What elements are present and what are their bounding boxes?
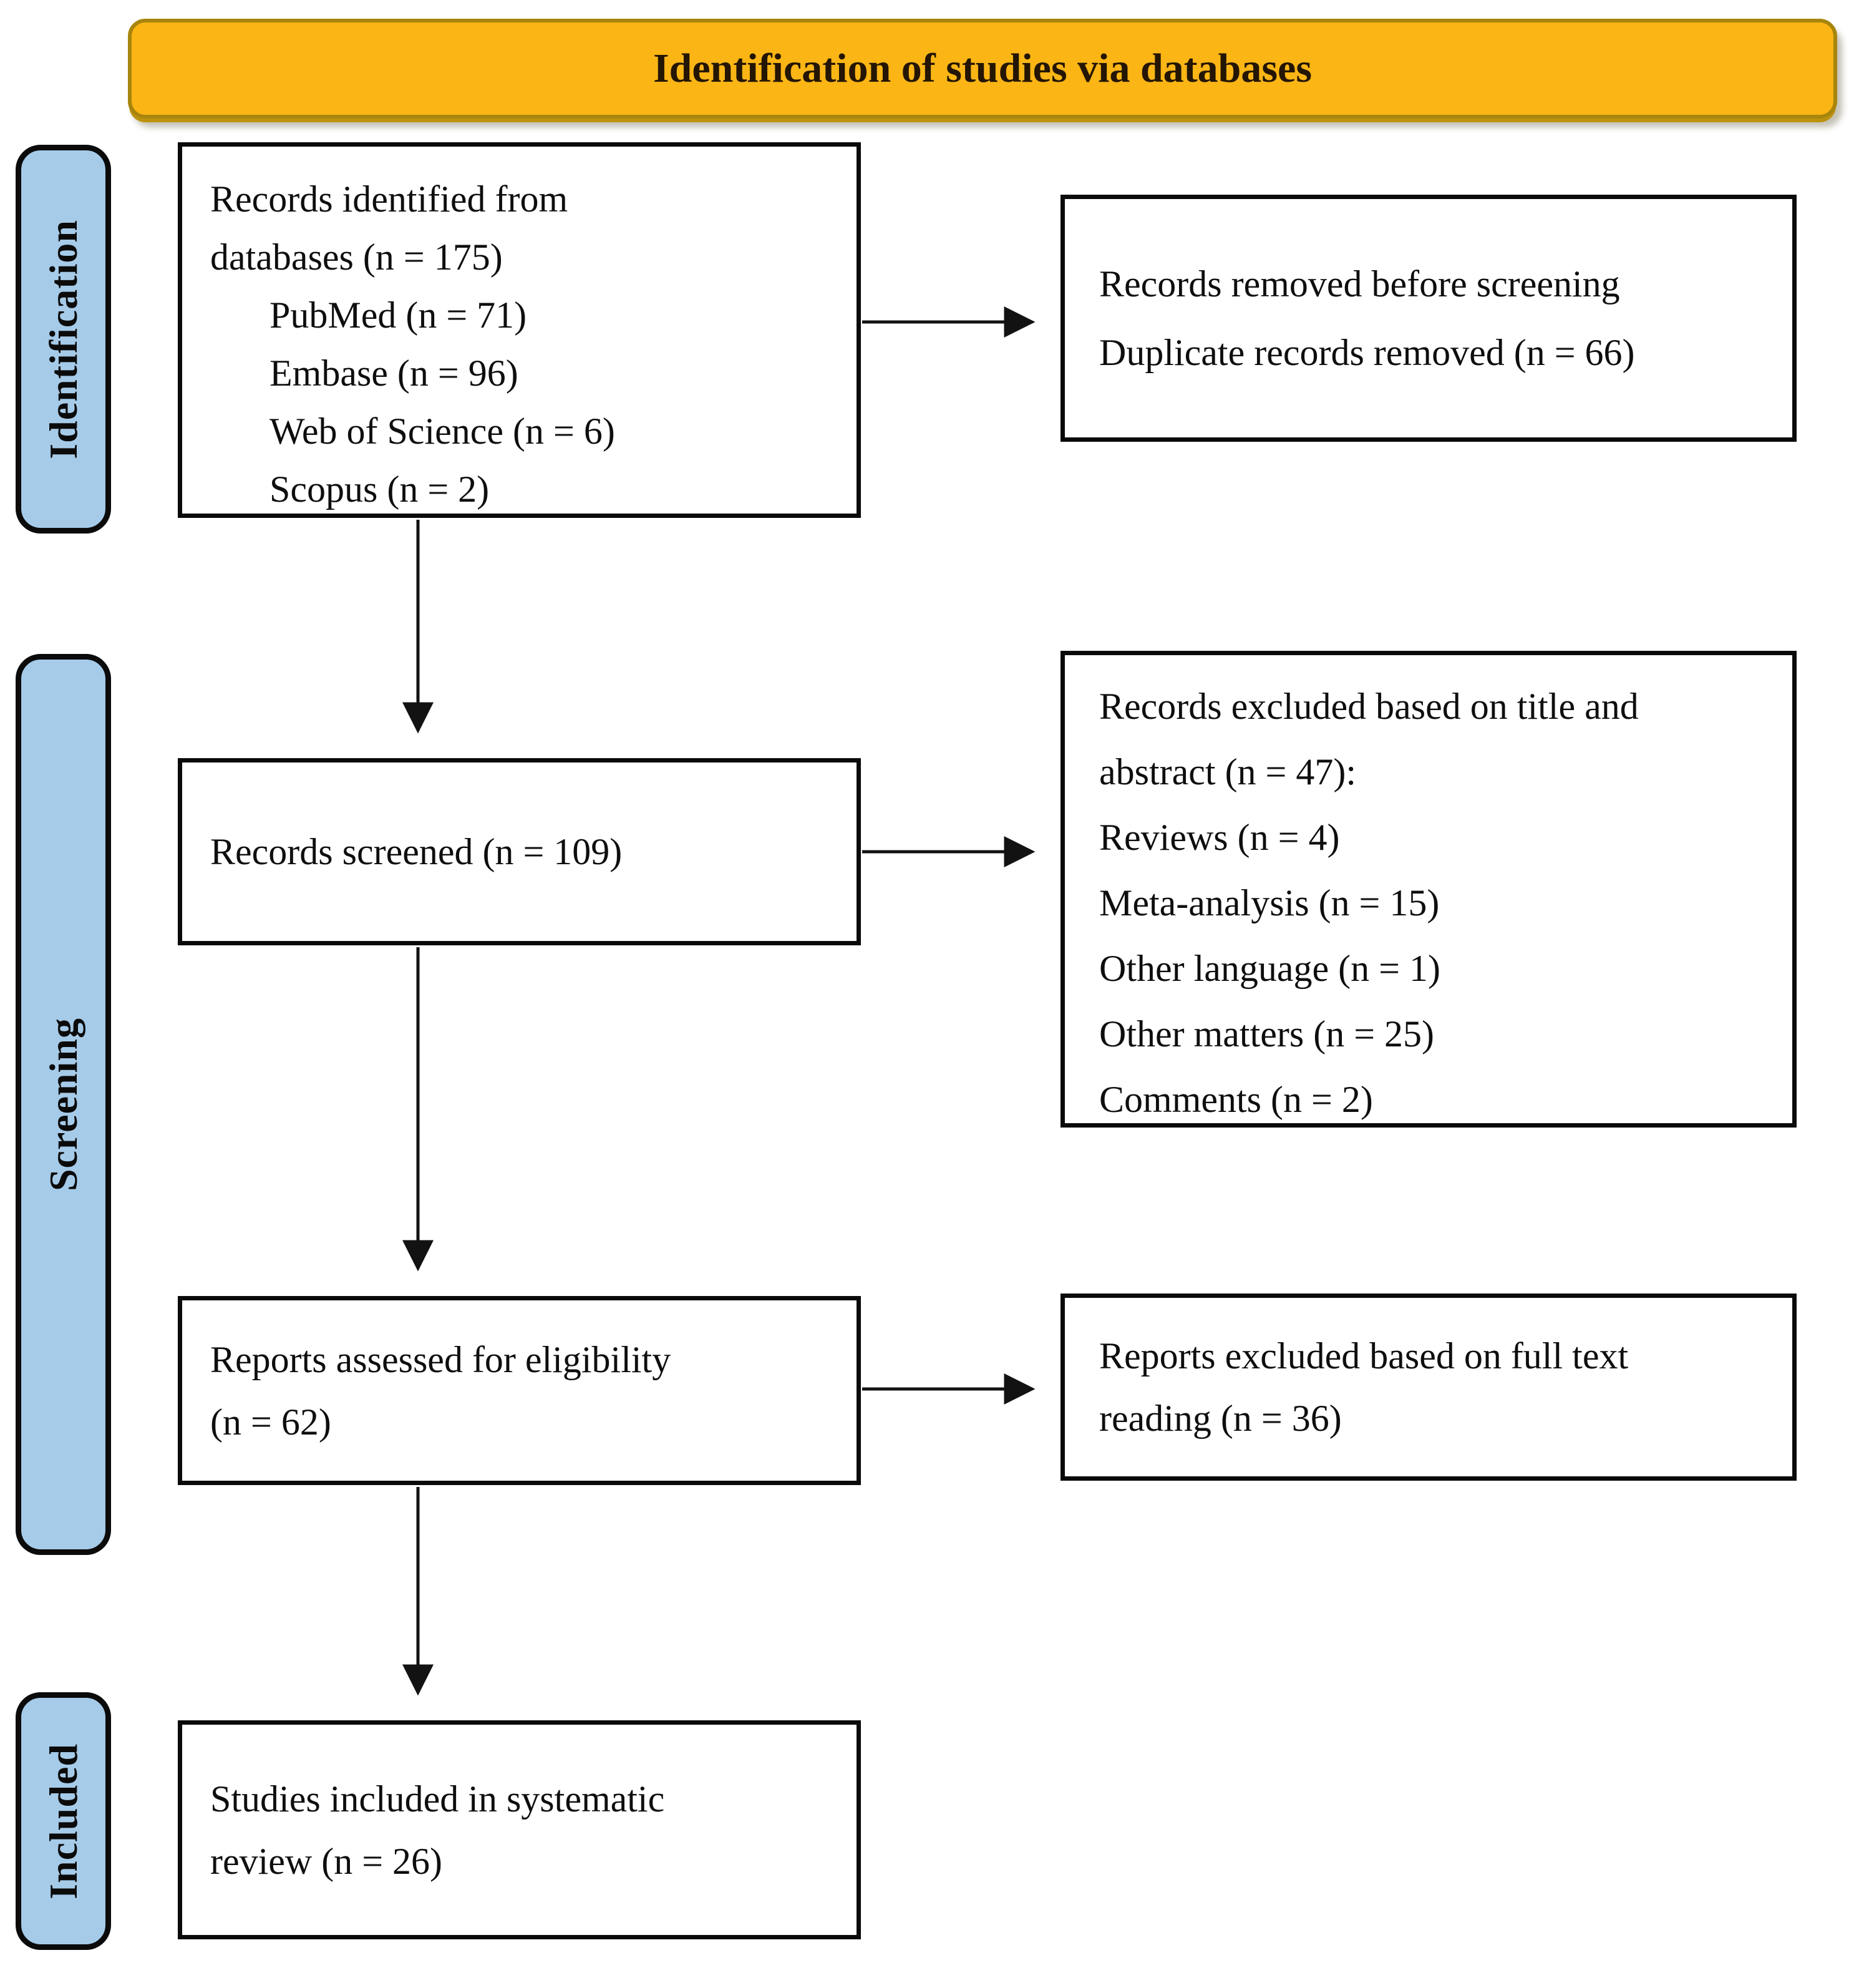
exclusion-item: Other matters (n = 25) <box>1099 1013 1435 1055</box>
box-line: Reports excluded based on full text <box>1099 1335 1629 1376</box>
box-line: Studies included in systematic <box>210 1778 665 1820</box>
box-line: Duplicate records removed (n = 66) <box>1099 332 1635 373</box>
exclusion-item: Reviews (n = 4) <box>1099 817 1340 858</box>
banner-title: Identification of studies via databases <box>128 19 1837 119</box>
box-line: databases (n = 175) <box>210 236 503 278</box>
database-item: Web of Science (n = 6) <box>269 411 615 452</box>
box-line: (n = 62) <box>210 1401 331 1443</box>
stage-screening-label: Screening <box>41 1017 85 1192</box>
database-item: Embase (n = 96) <box>269 353 518 394</box>
database-item: Scopus (n = 2) <box>269 469 490 510</box>
box-studies-included: Studies included in systematic review (n… <box>178 1720 861 1939</box>
exclusion-item: Other language (n = 1) <box>1099 948 1440 989</box>
stage-screening: Screening <box>16 654 111 1555</box>
box-line: reading (n = 36) <box>1099 1398 1342 1439</box>
box-line: Records excluded based on title and <box>1099 686 1639 727</box>
box-line: review (n = 26) <box>210 1840 443 1882</box>
box-records-screened: Records screened (n = 109) <box>178 758 861 945</box>
exclusion-item: Meta-analysis (n = 15) <box>1099 882 1440 923</box>
database-item: PubMed (n = 71) <box>269 295 527 336</box>
box-reports-excluded-full-text: Reports excluded based on full text read… <box>1061 1294 1797 1481</box>
box-reports-assessed: Reports assessed for eligibility (n = 62… <box>178 1296 861 1485</box>
stage-identification-label: Identification <box>41 219 85 459</box>
box-line: Records removed before screening <box>1099 263 1620 305</box>
box-line: abstract (n = 47): <box>1099 751 1357 792</box>
stage-included: Included <box>16 1692 111 1950</box>
box-records-removed: Records removed before screening Duplica… <box>1061 195 1797 442</box>
stage-included-label: Included <box>41 1743 85 1899</box>
stage-identification: Identification <box>16 145 111 534</box>
box-records-identified: Records identified from databases (n = 1… <box>178 142 861 518</box>
box-line: Reports assessed for eligibility <box>210 1338 671 1380</box>
box-records-excluded-title-abstract: Records excluded based on title and abst… <box>1061 651 1797 1128</box>
box-line: Records identified from <box>210 178 568 220</box>
exclusion-item: Comments (n = 2) <box>1099 1079 1373 1120</box>
box-line: Records screened (n = 109) <box>210 831 623 872</box>
